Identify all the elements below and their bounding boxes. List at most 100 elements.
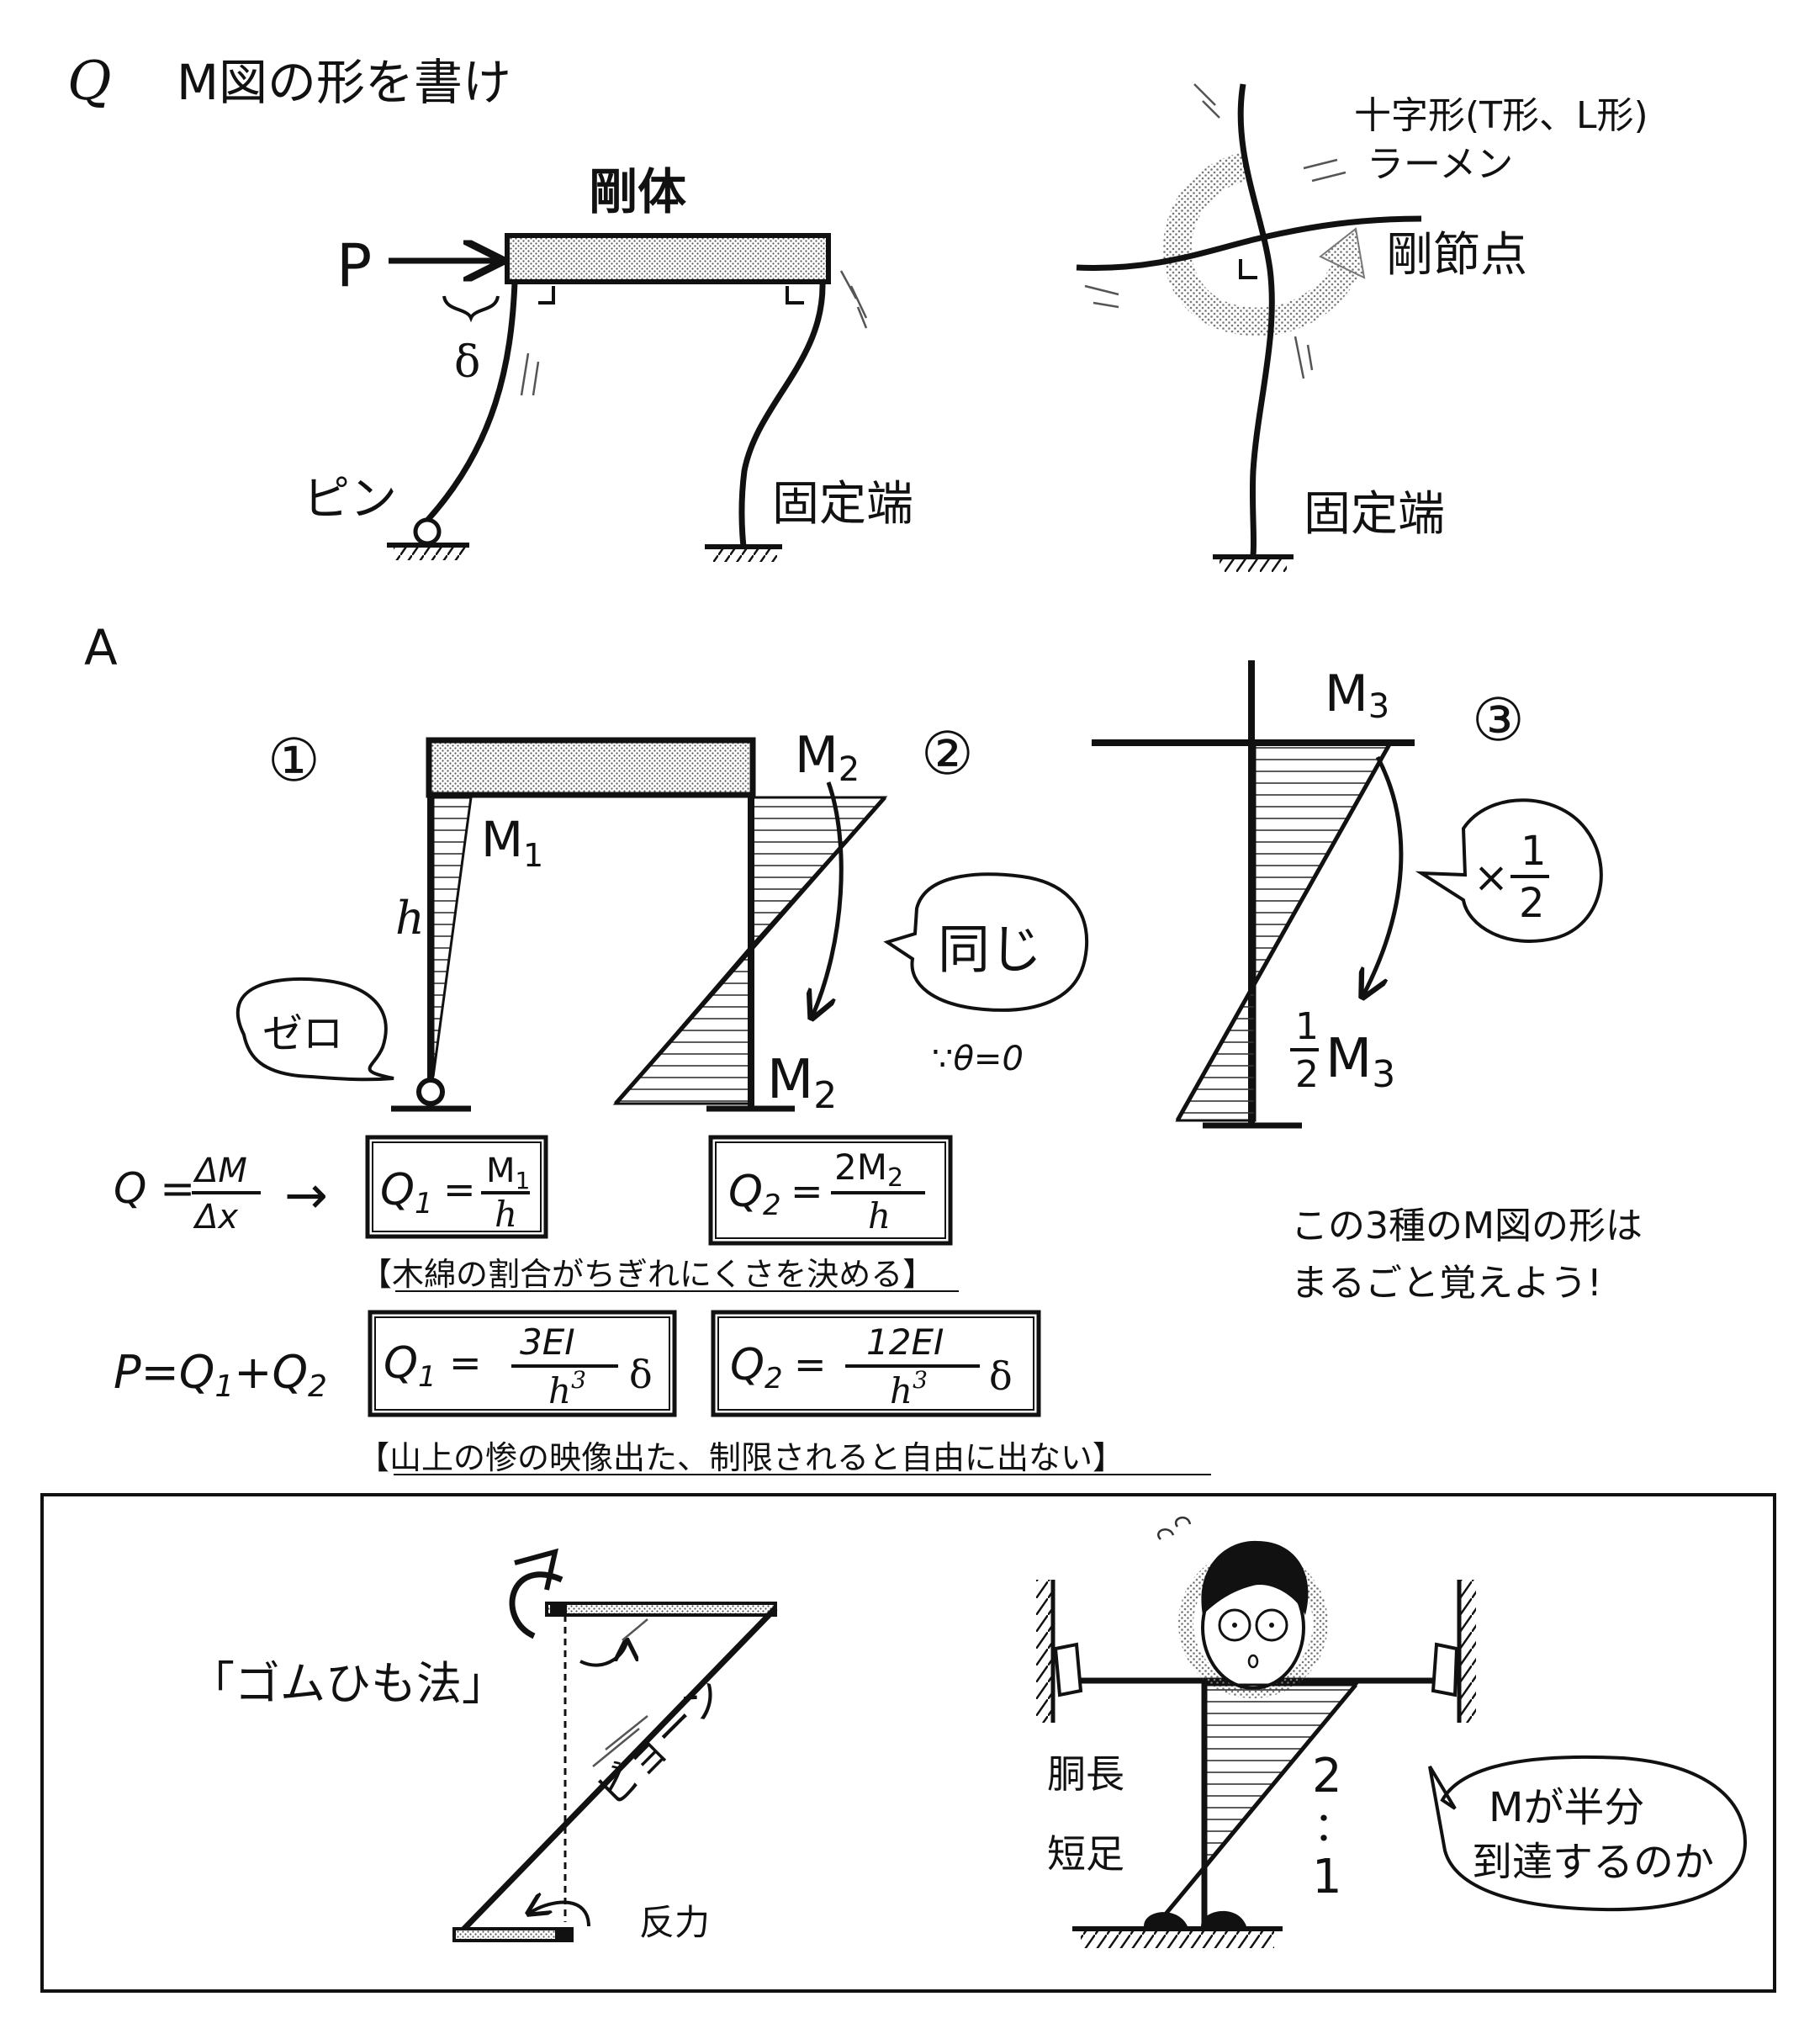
pin-ground-hatch [394, 547, 466, 560]
case3-number: ③ [1472, 686, 1525, 755]
half-bubble [1415, 798, 1603, 943]
reaction-label: 反力 [639, 1902, 710, 1943]
memo-line-2: まるごと覚えよう! [1291, 1262, 1602, 1305]
sweat-marks [1157, 1516, 1192, 1540]
cross-right-angle-mark [1239, 259, 1257, 279]
person-frame-diagram: 胴長 短足 2 ： 1 Mが半分 到達するのか [1036, 1516, 1748, 1948]
box-q2-stiff-tail: δ [989, 1353, 1013, 1399]
box-q2-eq: = [791, 1168, 823, 1214]
drift-label: δ [454, 337, 480, 388]
bottom-member [452, 1927, 574, 1942]
left-glass [1218, 1608, 1251, 1642]
case2-bottom-label: M2 [767, 1049, 837, 1117]
right-hand [1431, 1642, 1459, 1697]
hair [1201, 1540, 1309, 1615]
case1-case2-diagram: ① M1 h ゼロ M2 ② M2 同じ ∵θ=0 [235, 719, 1089, 1117]
ratio-bottom: 1 [1312, 1850, 1342, 1904]
box-q1-stiff-eq: = [449, 1340, 482, 1385]
half-bubble-x: × [1473, 853, 1509, 902]
right-eye [1269, 1623, 1274, 1628]
box-q2-lhs: Q2 [728, 1167, 781, 1222]
cross-fixed-label: 固定端 [1304, 487, 1445, 542]
joint-label: 剛節点 [1386, 228, 1527, 283]
cross-vertical-member [1237, 83, 1275, 556]
answer-marker: A [84, 619, 118, 676]
right-angle-mark-right [786, 286, 804, 305]
pin-support [413, 517, 442, 546]
box-q1: Q1 = M1 h [365, 1135, 548, 1239]
box-q2-stiff-eq: = [794, 1342, 827, 1387]
case2-reason: ∵θ=0 [932, 1040, 1024, 1078]
reaction-arrow [528, 1902, 590, 1927]
fixed-ground-hatch [713, 548, 777, 562]
box-q2-stiffness: Q2 = 12EI h3 δ [711, 1310, 1041, 1417]
panel-border [40, 1493, 1776, 1993]
top-member [545, 1602, 777, 1617]
half-bubble-num: 1 [1521, 828, 1547, 875]
stretch-label: ビョーン [588, 1670, 734, 1816]
case3-diagram: M3 ③ × 1 2 1 2 M3 [1092, 660, 1603, 1129]
rigid-beam [505, 233, 831, 284]
mnemonic-1: 【木綿の割合がちぎれにくさを決める】 [360, 1256, 934, 1293]
cross-motion-lines [1084, 83, 1346, 379]
mnemonic-2: 【山上の惨の映像出た、制限されると自由に出ない】 [357, 1439, 1124, 1476]
fixed-label: 固定端 [772, 477, 913, 532]
cross-horizontal-member [1076, 215, 1422, 271]
ratio-top: 2 [1312, 1749, 1342, 1803]
top-rotation-arrow [509, 1571, 563, 1639]
box-q1-stiff-frame [368, 1310, 677, 1417]
shear-formula: Q = ΔM Δx → [114, 1152, 328, 1237]
case2-top-label: M2 [795, 726, 860, 789]
stretch-motion-lines [592, 1618, 648, 1767]
left-wall [1036, 1580, 1053, 1723]
case1-moment-label: M1 [481, 811, 543, 874]
answer-section: A ① M1 h ゼロ M2 ② M2 同 [84, 619, 1643, 1476]
rubber-band-diagram: ビョーン 反力 [452, 1548, 778, 1943]
box-q2-stiff-num: 12EI [866, 1321, 944, 1363]
cross-title-line1: 十字形(T形、L形) [1354, 94, 1648, 137]
case3-bottom-num: 1 [1295, 1005, 1319, 1048]
top-rotation-arrow-head [514, 1548, 559, 1591]
case1-number: ① [267, 726, 320, 795]
box-q2-num: 2M2 [834, 1147, 903, 1193]
answer-rigid-beam [426, 737, 756, 798]
rotation-swirl [1162, 152, 1359, 336]
case3-bottom-label: M3 [1325, 1028, 1395, 1096]
answer-pin [416, 1078, 445, 1106]
half-speech-bubble [1428, 1755, 1748, 1912]
method-label: 「ゴムひも法」 [189, 1657, 507, 1710]
beam-label: 剛体 [589, 163, 686, 220]
case2-curved-arrow [812, 781, 844, 1018]
torso-label: 胴長 [1047, 1751, 1124, 1797]
load-label: P [336, 231, 372, 300]
box-q1-stiff-tail: δ [629, 1352, 653, 1397]
case3-moment-line [1175, 743, 1392, 1122]
motion-lines-right [839, 270, 868, 329]
motion-lines-left [520, 352, 540, 396]
memo-line-1: この3種のM図の形は [1291, 1205, 1643, 1247]
feet [1144, 1910, 1246, 1926]
case3-bottom-den: 2 [1295, 1053, 1319, 1096]
zero-bubble-text: ゼロ [262, 1010, 343, 1057]
shear-num: ΔM [193, 1152, 247, 1190]
left-column [422, 282, 518, 526]
rotation-swirl-head [1319, 227, 1366, 279]
box-q1-stiff-den: h3 [548, 1366, 586, 1411]
case3-curved-arrow [1362, 755, 1404, 997]
illustration-panel: 「ゴムひも法」 ビョーン 反力 [40, 1493, 1776, 1993]
floor-hatch [1081, 1931, 1274, 1948]
left-eye [1232, 1623, 1237, 1628]
box-q1-lhs: Q1 [380, 1165, 433, 1221]
case1-height-label: h [395, 892, 425, 945]
box-q2-den: h [868, 1195, 891, 1237]
box-q2-stiff-lhs: Q2 [730, 1340, 783, 1395]
cross-title-line2: ラーメン [1367, 143, 1513, 186]
force-sum-text: P=Q1+Q2 [114, 1346, 327, 1404]
same-bubble [883, 872, 1089, 1012]
box-q1-stiff-num: 3EI [520, 1321, 575, 1363]
right-glass [1255, 1608, 1288, 1642]
box-q1-frame [365, 1135, 548, 1239]
left-hand [1053, 1642, 1083, 1697]
bubble-line-1: Mが半分 [1489, 1784, 1644, 1831]
small-curved-arrow-top [579, 1640, 627, 1667]
